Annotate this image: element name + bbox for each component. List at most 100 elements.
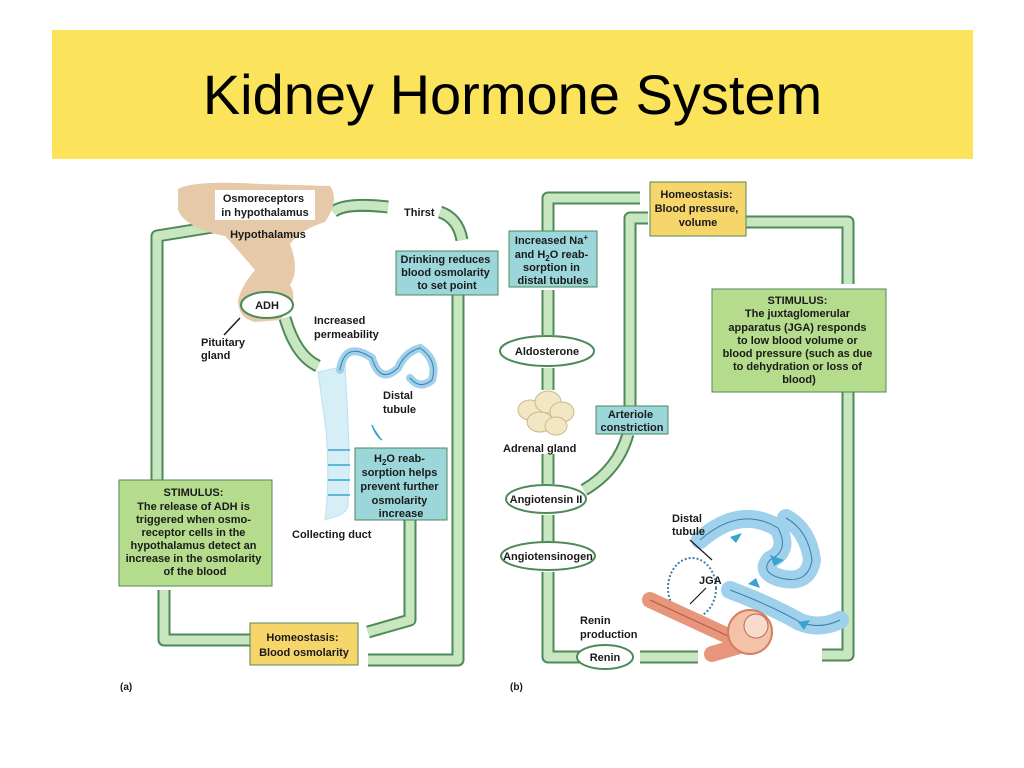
distal-tubule-a-label-1: Distal xyxy=(383,390,413,402)
water-arrows xyxy=(328,424,383,496)
stimulus-a-line-1: STIMULUS: xyxy=(164,487,224,499)
svg-text:Homeostasis: Blood press: Homeostasis: Blood pressure, volume xyxy=(655,189,742,229)
stimulus-a-line-4: receptor cells in the xyxy=(142,527,246,539)
homeostasis-b-line-3: volume xyxy=(679,217,718,229)
stimulus-b-line-1: STIMULUS: xyxy=(768,295,828,307)
collecting-duct-label: Collecting duct xyxy=(292,529,372,541)
h2o-label-5: increase xyxy=(379,508,424,520)
pituitary-label-2: gland xyxy=(201,350,230,362)
svg-text:Osmoreceptors in hypotha: Osmoreceptors in hypothalamus xyxy=(221,193,308,219)
osmoreceptors-label-2: in hypothalamus xyxy=(221,207,308,219)
angiotensinogen-oval xyxy=(500,541,596,571)
stimulus-a-line-6: increase in the osmolarity xyxy=(126,553,263,565)
aldosterone-label: Aldosterone xyxy=(515,346,579,358)
thirst-label: Thirst xyxy=(404,207,435,219)
adrenal-gland-label: Adrenal gland xyxy=(503,443,576,455)
stimulus-b-line-7: blood) xyxy=(782,374,816,386)
increased-permeability-label-1: Increased xyxy=(314,315,365,327)
svg-text:Renin production: Renin production xyxy=(580,615,638,641)
arteriole-line-1: Arteriole xyxy=(608,409,653,421)
stimulus-a-box xyxy=(118,479,273,587)
renin-production-label-1: Renin xyxy=(580,615,611,627)
renin-production-label-2: production xyxy=(580,629,638,641)
increased-na-box xyxy=(508,230,598,288)
aldosterone-oval xyxy=(499,335,595,367)
tubule-shape xyxy=(336,343,438,389)
panel-a: Osmoreceptors in hypothalamus Hypothalam… xyxy=(118,182,499,693)
drinking-label-1: Drinking reduces xyxy=(401,254,491,266)
h2o-label-2: sorption helps xyxy=(362,467,438,479)
svg-text:Arteriole constriction: Arteriole constriction xyxy=(601,409,664,434)
adh-oval xyxy=(240,291,294,319)
osmoreceptors-label-1: Osmoreceptors xyxy=(223,193,304,205)
angiotensin-ii-label: Angiotensin II xyxy=(510,494,583,506)
page-title: Kidney Hormone System xyxy=(202,63,823,126)
pituitary-label-1: Pituitary xyxy=(201,337,246,349)
h2o-label-h: H xyxy=(374,453,382,465)
svg-text:STIMULUS: The juxtaglome: STIMULUS: The juxtaglomerular apparatus … xyxy=(723,295,876,386)
stimulus-a-line-7: of the blood xyxy=(164,566,227,578)
angiotensinogen-label: Angiotensinogen xyxy=(503,551,593,563)
drinking-label-3: to set point xyxy=(417,280,477,292)
h2o-label-4: osmolarity xyxy=(372,495,429,507)
stimulus-b-box xyxy=(711,288,887,393)
increased-na-line-4: distal tubules xyxy=(518,275,589,287)
panel-b: Homeostasis: Blood pressure, volume Incr… xyxy=(499,181,887,693)
homeostasis-a-line-2: Blood osmolarity xyxy=(259,647,350,659)
h2o-label-rest: O reab- xyxy=(386,453,425,465)
increased-na-sub: 2 xyxy=(545,254,550,263)
angiotensin-ii-oval xyxy=(505,484,587,514)
arteriole-box xyxy=(595,405,669,435)
distal-tubule-b-label-2: tubule xyxy=(672,526,705,538)
title-bar: Kidney Hormone System xyxy=(52,30,973,159)
h2o-label-3: prevent further xyxy=(360,481,439,493)
hypothalamus-label: Hypothalamus xyxy=(230,229,306,241)
stimulus-b-line-3: apparatus (JGA) responds xyxy=(728,322,866,334)
jga-label: JGA xyxy=(699,575,722,587)
drinking-label-2: blood osmolarity xyxy=(401,267,491,279)
increased-na-and-h: and H xyxy=(515,249,546,261)
panel-a-caption: (a) xyxy=(120,682,132,693)
drinking-box xyxy=(395,250,499,296)
svg-text:H2O reab- sorption helps: H2O reab- sorption helps prevent further… xyxy=(360,453,441,520)
increased-permeability-label-2: permeability xyxy=(314,329,380,341)
adrenal-gland-shape xyxy=(517,390,575,436)
increased-na-reab: O reab- xyxy=(550,249,589,261)
svg-text:STIMULUS: The release of: STIMULUS: The release of ADH is triggere… xyxy=(126,487,265,578)
increased-na-line-3: sorption in xyxy=(523,262,580,274)
stimulus-b-line-6: to dehydration or loss of xyxy=(733,361,862,373)
homeostasis-b-box xyxy=(649,181,747,237)
h2o-reabsorption-box xyxy=(354,447,448,521)
svg-text:Pituitary gland: Pituitary gland xyxy=(201,337,248,362)
arteriole-line-2: constriction xyxy=(601,422,664,434)
distal-tubule-a-label-2: tubule xyxy=(383,404,416,416)
panel-b-arrows xyxy=(541,191,855,664)
svg-text:Increased Na+ and H2O re: Increased Na+ and H2O reab- sorption in … xyxy=(515,231,592,287)
stimulus-b-line-2: The juxtaglomerular xyxy=(745,308,851,320)
svg-text:Distal tubule: Distal tubule xyxy=(383,390,416,416)
renin-oval xyxy=(576,644,634,670)
increased-na-sup: + xyxy=(583,233,588,242)
osmoreceptors-box xyxy=(215,190,315,220)
stimulus-a-line-5: hypothalamus detect an xyxy=(131,540,257,552)
homeostasis-b-line-2: Blood pressure, xyxy=(655,203,739,215)
renin-label: Renin xyxy=(590,652,621,664)
stimulus-a-line-3: triggered when osmo- xyxy=(136,514,251,526)
distal-tubule-b-label-1: Distal xyxy=(672,513,702,525)
increased-na-label: Increased Na xyxy=(515,235,584,247)
homeostasis-a-box xyxy=(249,622,359,666)
stimulus-a-line-2: The release of ADH is xyxy=(137,501,250,513)
stimulus-b-line-4: to low blood volume or xyxy=(737,335,858,347)
homeostasis-a-line-1: Homeostasis: xyxy=(266,632,338,644)
panel-a-arrows xyxy=(150,198,469,667)
adh-label: ADH xyxy=(255,300,279,312)
stimulus-b-line-5: blood pressure (such as due xyxy=(723,348,873,360)
nephron-illustration xyxy=(642,509,849,662)
svg-text:Homeostasis: Blood osmol: Homeostasis: Blood osmolarity xyxy=(259,632,350,659)
svg-text:Increased permeability: Increased permeability xyxy=(314,315,380,341)
svg-text:Distal tubule: Distal tubule xyxy=(672,513,705,538)
homeostasis-b-line-1: Homeostasis: xyxy=(660,189,732,201)
collecting-duct-shape xyxy=(317,365,350,521)
svg-text:Drinking reduces blood o: Drinking reduces blood osmolarity to set… xyxy=(401,254,494,292)
